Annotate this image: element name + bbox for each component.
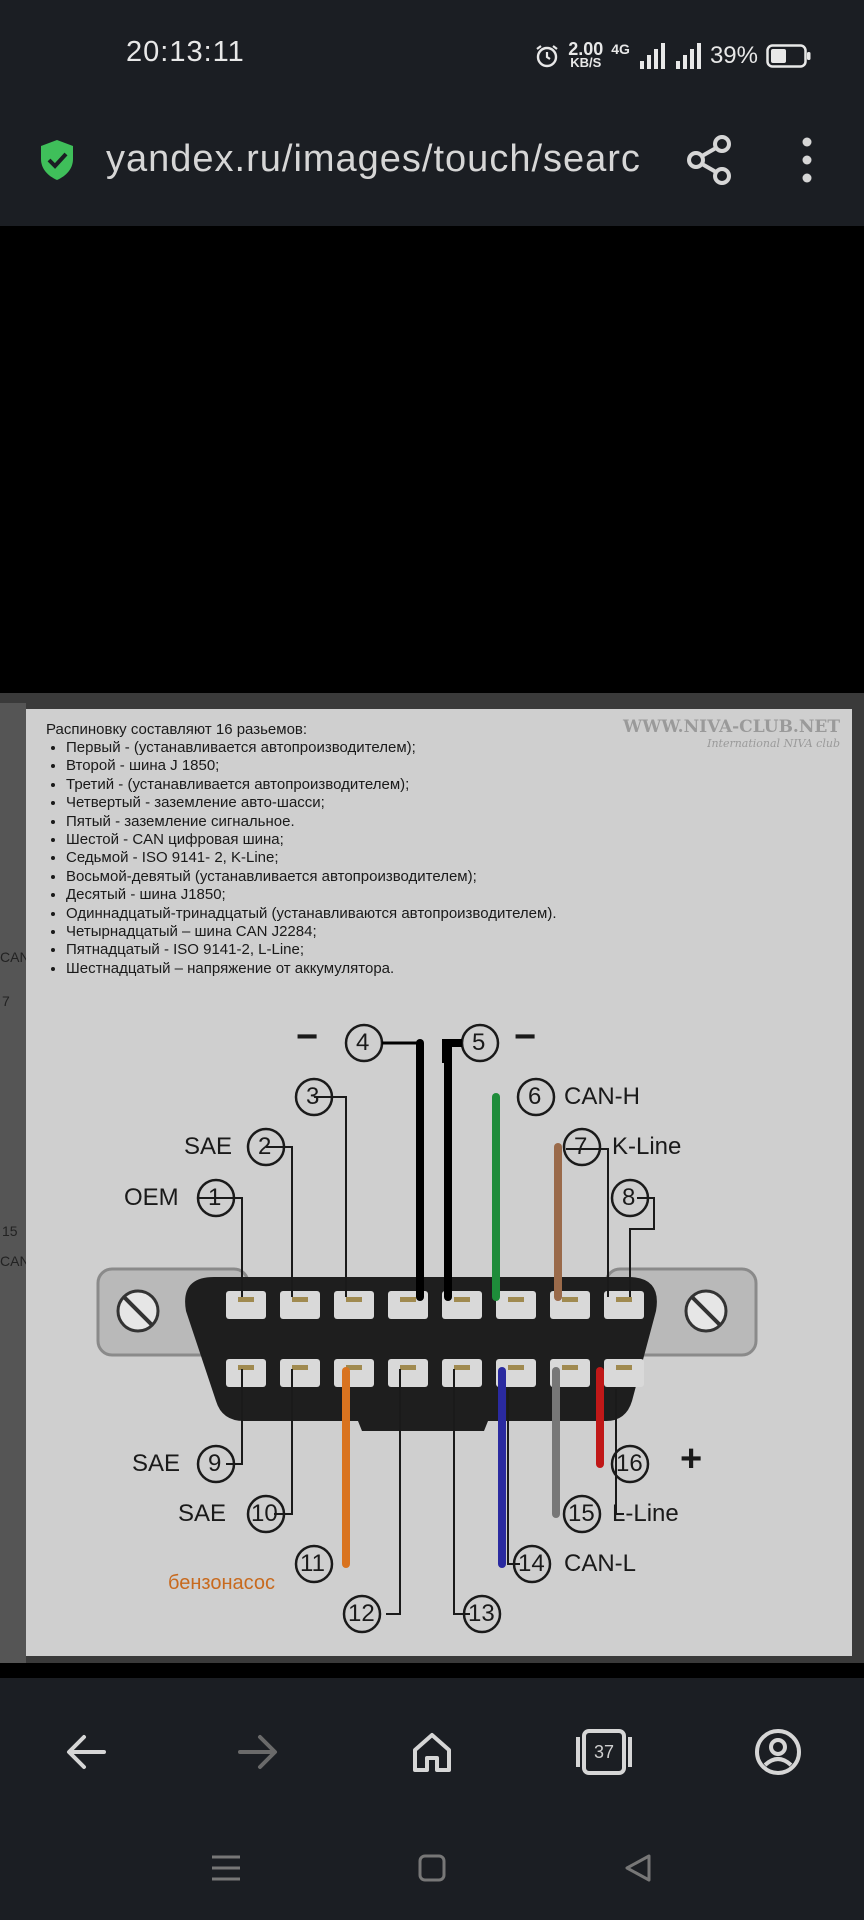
arrow-right-icon — [238, 1735, 277, 1769]
pin-5: 5 — [472, 1029, 486, 1056]
clock: 20:13:11 — [126, 36, 245, 68]
recents-button[interactable] — [206, 1848, 246, 1888]
label-k-line: K-Line — [612, 1133, 682, 1160]
pin-6: 6 — [528, 1083, 542, 1110]
pin-desc-16: Шестнадцатый – напряжение от аккумулятор… — [66, 960, 557, 978]
pinout-title: Распиновку составляют 16 разьемов: — [46, 721, 308, 738]
label-oem: OEM — [124, 1184, 179, 1211]
network-type: 4G — [611, 41, 630, 57]
signal-icon-2 — [675, 43, 701, 69]
pin-16: 16 — [616, 1450, 643, 1477]
triangle-back-icon — [625, 1854, 651, 1882]
pin-desc-2: Второй - шина J 1850; — [66, 757, 557, 775]
browser-toolbar — [0, 100, 864, 226]
pin-desc-7: Седьмой - ISO 9141- 2, K-Line; — [66, 849, 557, 867]
pin-8: 8 — [622, 1184, 636, 1211]
strip-text-1: CAN — [0, 949, 26, 965]
pin-row-bottom — [226, 1359, 644, 1387]
menu-lines-icon — [212, 1855, 240, 1881]
wires — [342, 1039, 604, 1568]
speed-value: 2.00 — [568, 39, 604, 59]
pin-7: 7 — [574, 1133, 588, 1160]
label-sae-9: SAE — [132, 1450, 181, 1477]
pin-desc-1: Первый - (устанавливается автопроизводит… — [66, 739, 557, 757]
pin-row-top — [226, 1291, 644, 1319]
label-l-line: L-Line — [612, 1500, 679, 1527]
pin-11: 11 — [300, 1550, 325, 1577]
profile-icon — [755, 1729, 801, 1775]
forward-button[interactable] — [226, 1720, 290, 1784]
alarm-icon — [536, 45, 558, 68]
strip-text-4: CAN — [0, 1253, 26, 1269]
pin-14: 14 — [518, 1550, 545, 1577]
label-fuel-pump: бензонасос — [168, 1572, 275, 1594]
adjacent-image-strip: CAN 7 15 CAN — [0, 703, 26, 1663]
obd-pinout-image: Распиновку составляют 16 разьемов: Первы… — [26, 709, 852, 1656]
home-button[interactable] — [400, 1720, 464, 1784]
network-speed: 2.00 KB/S — [568, 39, 604, 70]
watermark-title: WWW.NIVA-CLUB.NET — [623, 717, 840, 737]
obd-connector-diagram — [96, 1023, 758, 1634]
pin-desc-14: Четырнадцатый – шина CAN J2284; — [66, 923, 557, 941]
pin-desc-10: Десятый - шина J1850; — [66, 886, 557, 904]
tabs-button[interactable]: 37 — [572, 1720, 636, 1784]
home-icon — [413, 1733, 451, 1772]
square-icon — [418, 1854, 446, 1882]
pin-13: 13 — [468, 1600, 495, 1627]
label-sae-10: SAE — [178, 1500, 227, 1527]
status-bar: 20:13:11 2.00 KB/S 4G 39% — [0, 0, 864, 100]
pin-2: 2 — [258, 1133, 272, 1160]
pin-1: 1 — [208, 1184, 222, 1211]
watermark-subtitle: International NIVA club — [707, 737, 840, 750]
system-back-button[interactable] — [618, 1848, 658, 1888]
pin-12: 12 — [348, 1600, 375, 1627]
tabs-icon — [576, 1729, 632, 1775]
pin-10: 10 — [251, 1500, 278, 1527]
arrow-left-icon — [67, 1735, 106, 1769]
strip-text-2: 7 — [2, 993, 10, 1009]
share-icon[interactable] — [686, 134, 734, 186]
label-can-l: CAN-L — [564, 1550, 637, 1577]
battery-icon — [766, 44, 811, 68]
pin-desc-11-13: Одиннадцатый-тринадцатый (устанавливаютс… — [66, 905, 557, 923]
pin-number-circles — [196, 1023, 650, 1634]
label-minus-5: − — [514, 1016, 537, 1058]
back-button[interactable] — [54, 1720, 118, 1784]
battery-percent: 39% — [709, 42, 758, 69]
profile-button[interactable] — [746, 1720, 810, 1784]
pin-desc-15: Пятнадцатый - ISO 9141-2, L-Line; — [66, 941, 557, 959]
more-menu-icon[interactable] — [793, 134, 821, 186]
strip-text-3: 15 — [2, 1223, 18, 1239]
image-preview[interactable]: CAN 7 15 CAN Распиновку составляют 16 ра… — [0, 693, 864, 1663]
label-minus-4: − — [296, 1016, 319, 1058]
speed-unit: KB/S — [570, 55, 602, 70]
pin-3: 3 — [306, 1083, 320, 1110]
pin-9: 9 — [208, 1450, 222, 1477]
label-plus: + — [680, 1438, 703, 1480]
pin-4: 4 — [356, 1029, 370, 1056]
tab-count: 37 — [593, 1741, 615, 1762]
status-icons: 2.00 KB/S 4G 39% — [534, 36, 812, 76]
pin-desc-8-9: Восьмой-девятый (устанавливается автопро… — [66, 868, 557, 886]
pin-15: 15 — [568, 1500, 595, 1527]
pin-desc-5: Пятый - заземление сигнальное. — [66, 813, 557, 831]
signal-icon — [639, 43, 665, 69]
image-viewer[interactable]: CAN 7 15 CAN Распиновку составляют 16 ра… — [0, 226, 864, 1678]
pin-desc-4: Четвертый - заземление авто-шасси; — [66, 794, 557, 812]
system-home-button[interactable] — [412, 1848, 452, 1888]
watermark: WWW.NIVA-CLUB.NET International NIVA clu… — [623, 717, 840, 750]
secure-shield-icon[interactable] — [38, 138, 76, 182]
pin-desc-6: Шестой - CAN цифровая шина; — [66, 831, 557, 849]
address-bar-url[interactable]: yandex.ru/images/touch/searc — [106, 138, 641, 180]
browser-bottom-nav: 37 — [0, 1678, 864, 1920]
label-can-h: CAN-H — [564, 1083, 640, 1110]
label-sae-2: SAE — [184, 1133, 233, 1160]
pin-desc-3: Третий - (устанавливается автопроизводит… — [66, 776, 557, 794]
pin-description-list: Первый - (устанавливается автопроизводит… — [46, 739, 557, 978]
